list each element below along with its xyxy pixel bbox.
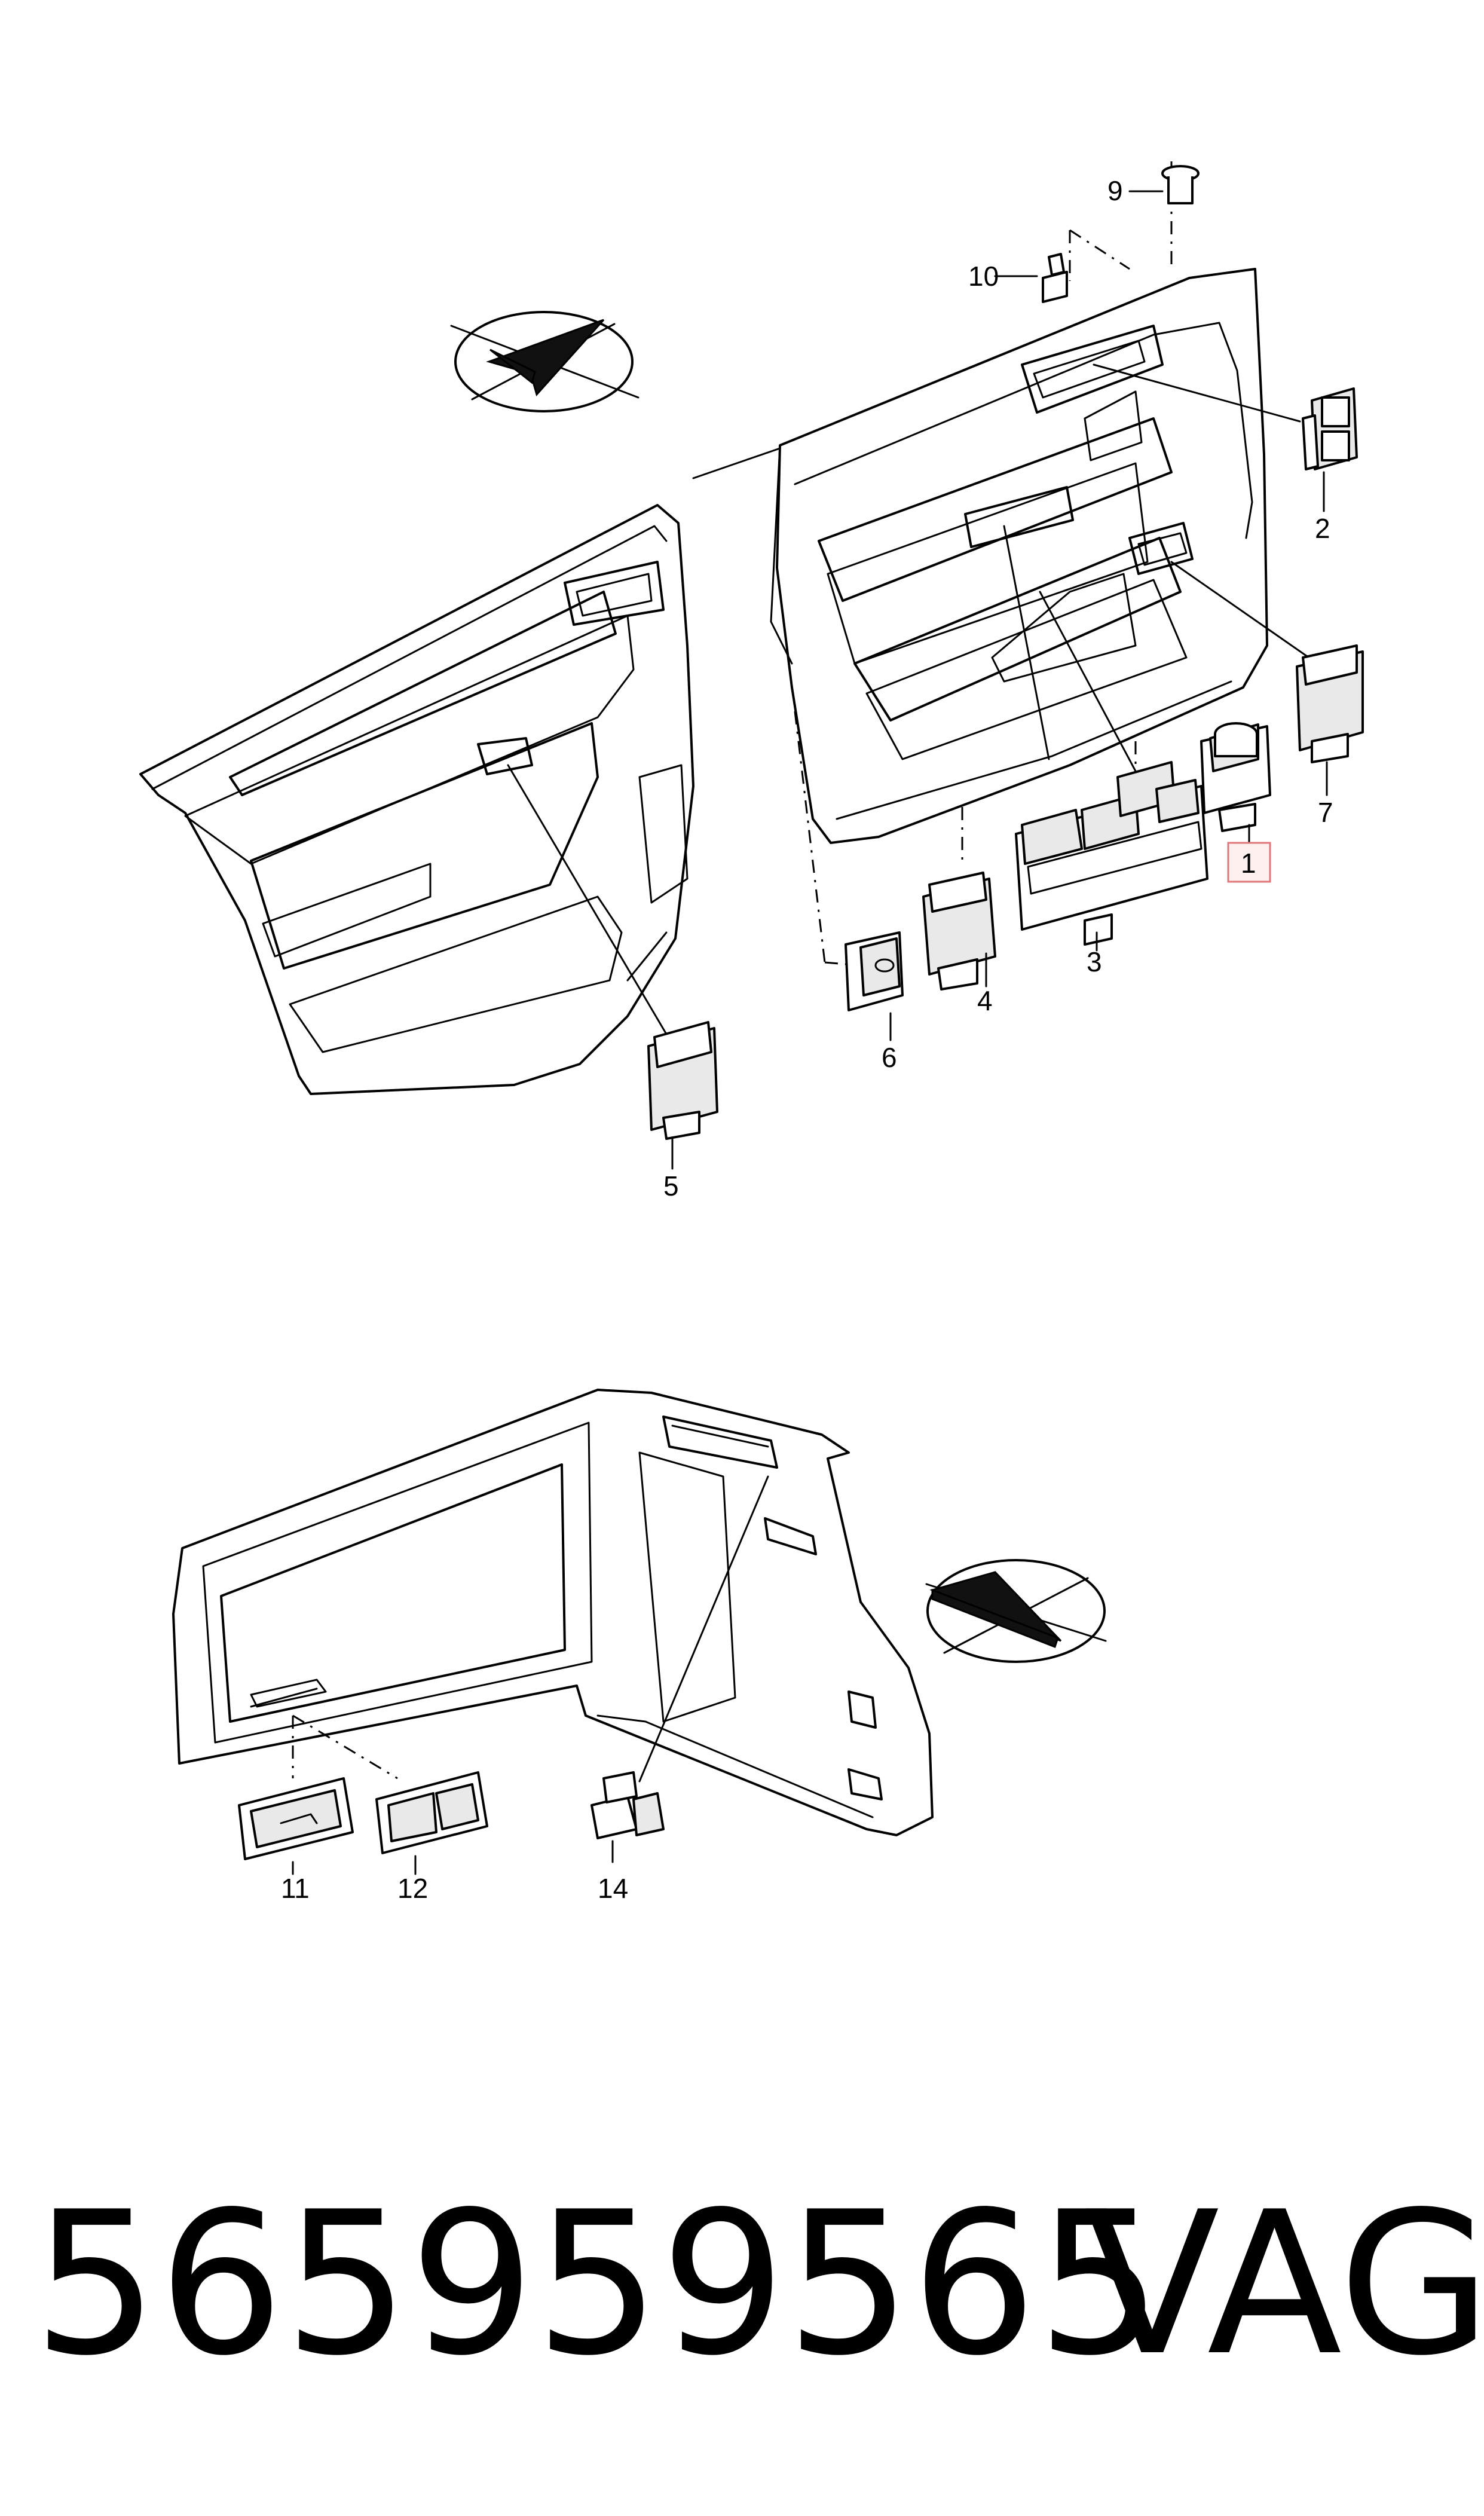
direction-arrow-icon: [450, 311, 640, 412]
window-switch-part-5: [647, 1021, 718, 1170]
callout-5: 5: [663, 1170, 679, 1202]
window-switch-part-4: [922, 872, 996, 990]
callout-11: 11: [281, 1873, 310, 1904]
small-switch-part-6: [844, 931, 904, 1041]
holder-part-14: [590, 1771, 665, 1863]
callout-2: 2: [1315, 513, 1330, 544]
callout-14: 14: [598, 1873, 628, 1904]
callout-9: 9: [1107, 175, 1123, 206]
front-door-panel: [692, 268, 1268, 844]
trunk-switch-part-11: [238, 1777, 354, 1875]
callout-6: 6: [882, 1042, 897, 1073]
lock-switch-part-2: [1302, 387, 1358, 512]
window-switch-part-7: [1296, 644, 1364, 796]
highlight-box: [1227, 842, 1271, 883]
mirror-switch-part-1: [1200, 722, 1271, 850]
trunk-panel: [172, 1389, 934, 1836]
callout-3: 3: [1087, 946, 1102, 977]
connector-part-10: [994, 253, 1068, 303]
callout-7: 7: [1318, 797, 1333, 828]
clip-part-9: [1128, 165, 1200, 204]
part-number: 565959565: [33, 2169, 1162, 2399]
callout-4: 4: [977, 985, 993, 1016]
brand-label: VAG: [1085, 2169, 1484, 2399]
rear-door-panel: [139, 504, 694, 1095]
window-switch-pack-part-3: [1015, 761, 1208, 952]
trunk-switch-part-12: [375, 1771, 488, 1875]
callout-12: 12: [397, 1873, 428, 1904]
callout-1: 1: [1241, 848, 1256, 879]
leader-lines: [292, 161, 1310, 1783]
callout-10: 10: [968, 261, 999, 292]
direction-arrow-icon: [925, 1559, 1107, 1663]
